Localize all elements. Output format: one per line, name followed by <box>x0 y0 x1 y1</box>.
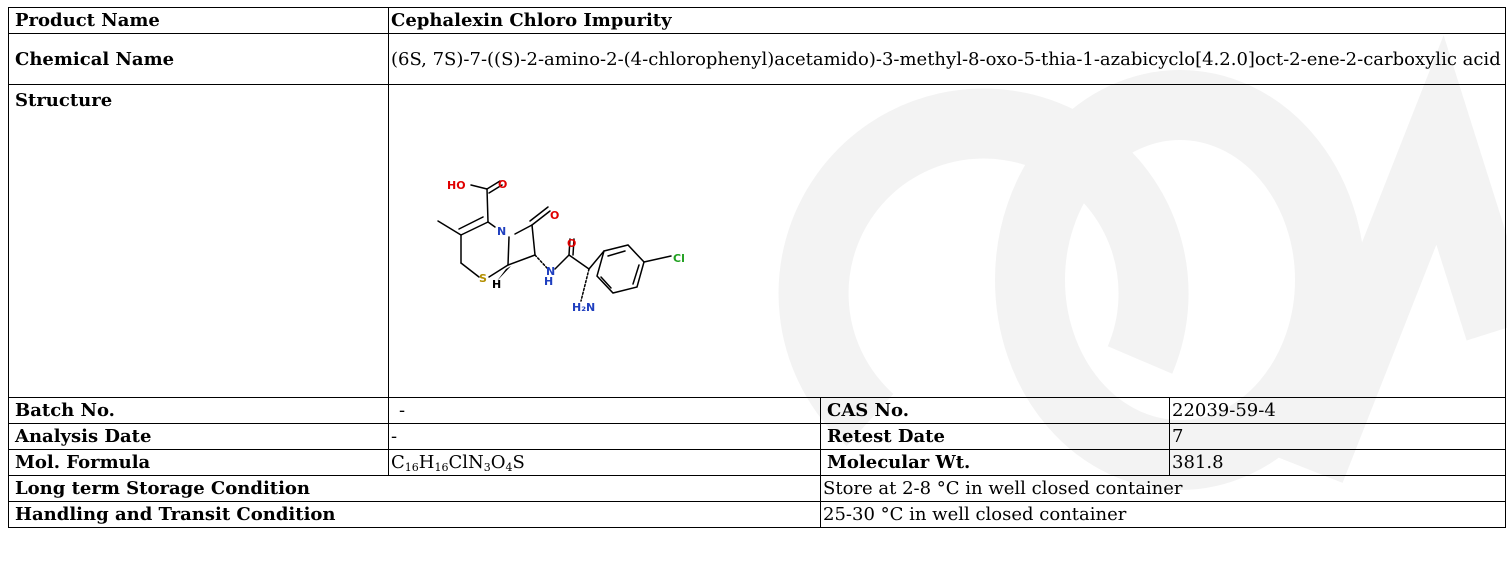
coa-table: Product Name Cephalexin Chloro Impurity … <box>8 7 1507 528</box>
mol-formula-value: C16H16ClN3O4S <box>388 449 821 476</box>
handling-value: 25-30 °C in well closed container <box>819 501 1507 528</box>
storage-value: Store at 2-8 °C in well closed container <box>819 475 1507 502</box>
atom-n-amide: N <box>546 265 555 278</box>
row-dates: Analysis Date - Retest Date 7 <box>8 423 1507 450</box>
batch-value: - <box>388 397 821 424</box>
storage-label: Long term Storage Condition <box>8 475 821 502</box>
row-handling: Handling and Transit Condition 25-30 °C … <box>8 501 1507 528</box>
cas-label: CAS No. <box>820 397 1170 424</box>
batch-label: Batch No. <box>8 397 389 424</box>
analysis-date-value: - <box>388 423 821 450</box>
analysis-date-label: Analysis Date <box>8 423 389 450</box>
row-storage: Long term Storage Condition Store at 2-8… <box>8 475 1507 502</box>
atom-h-amide: H <box>544 275 553 288</box>
chemical-name-label: Chemical Name <box>8 33 389 85</box>
atom-o-acid: O <box>498 178 507 191</box>
row-formula-weight: Mol. Formula C16H16ClN3O4S Molecular Wt.… <box>8 449 1507 476</box>
chemical-name-value: (6S, 7S)-7-((S)-2-amino-2-(4-chloropheny… <box>387 33 1507 85</box>
atom-h2n: H₂N <box>572 301 595 314</box>
atom-h: H <box>492 278 501 291</box>
product-name-value: Cephalexin Chloro Impurity <box>387 7 1507 34</box>
mol-wt-value: 381.8 <box>1168 449 1507 476</box>
mol-wt-label: Molecular Wt. <box>820 449 1170 476</box>
atom-cl: Cl <box>673 252 685 265</box>
retest-date-value: 7 <box>1168 423 1507 450</box>
atom-s: S <box>479 272 487 285</box>
row-product-name: Product Name Cephalexin Chloro Impurity <box>8 7 1507 34</box>
atom-n-ring: N <box>497 225 506 238</box>
structure-cell: HO O N O S H N H O H₂N Cl <box>387 84 1507 398</box>
structure-diagram: HO O N O S H N H O H₂N Cl <box>437 178 685 314</box>
row-chemical-name: Chemical Name (6S, 7S)-7-((S)-2-amino-2-… <box>8 33 1507 85</box>
retest-date-label: Retest Date <box>820 423 1170 450</box>
structure-label: Structure <box>8 84 389 398</box>
mol-formula-label: Mol. Formula <box>8 449 389 476</box>
atom-ho: HO <box>447 179 466 192</box>
handling-label: Handling and Transit Condition <box>8 501 821 528</box>
atom-o-lactam: O <box>550 209 559 222</box>
wedge-bond <box>497 266 511 281</box>
product-name-label: Product Name <box>8 7 389 34</box>
atom-o-amide: O <box>567 237 576 250</box>
row-batch-cas: Batch No. - CAS No. 22039-59-4 <box>8 397 1507 424</box>
cas-value: 22039-59-4 <box>1168 397 1507 424</box>
row-structure: Structure <box>8 84 1507 398</box>
